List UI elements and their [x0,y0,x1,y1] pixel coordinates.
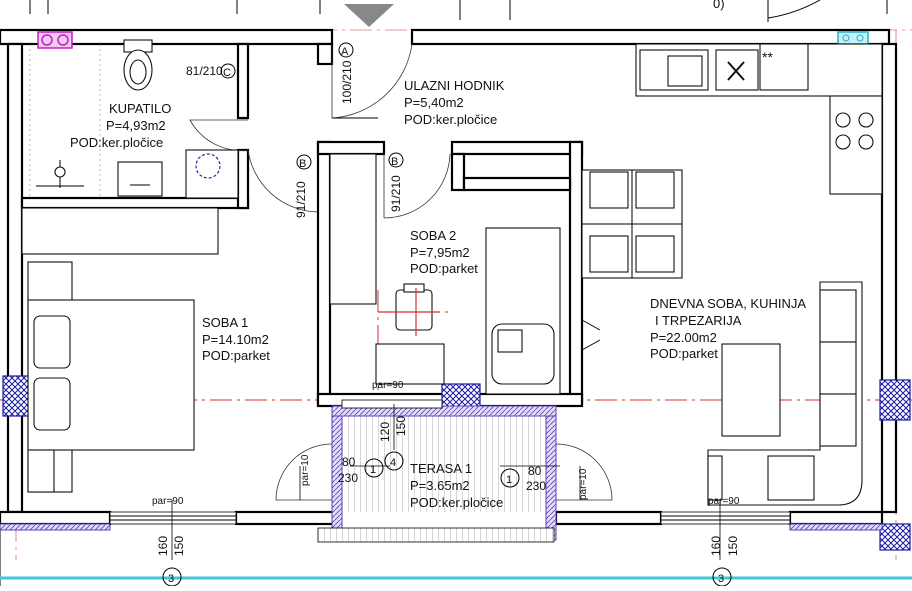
room-floor: POD:ker.pločice [404,112,497,127]
room-floor: POD:ker.pločice [70,135,163,150]
door-label-soba1: B 91/210 [294,154,312,218]
terrace [0,405,883,543]
room-floor: POD:parket [650,346,718,361]
window-width: 160 [156,536,170,556]
room-floor: POD:ker.pločice [410,495,503,510]
window-mark: 3 [168,573,174,585]
window-label-terrace-top: 120 150 4 par=90 [372,380,408,471]
parapet-label: par=10 [300,454,311,486]
door-mark: C [223,67,231,79]
room-label-kupatilo: KUPATILO P=4,93m2 POD:ker.pločice [70,101,171,150]
window-mark: 1 [370,464,376,476]
parapet-label: par=10 [578,468,589,500]
window-width: 80 [528,464,542,478]
room-label-terasa: TERASA 1 P=3.65m2 POD:ker.pločice [410,461,503,510]
door-size: 91/210 [294,181,308,218]
window-width: 80 [342,455,356,469]
door-label-bath: 81/210 C [186,63,236,79]
window-width: 120 [378,422,392,442]
parapet-label: par=90 [708,496,740,507]
room-area: P=3.65m2 [410,478,470,493]
window-label-bottom-left: par=90 160 150 3 [152,496,186,587]
bathroom-fixtures [29,31,239,199]
window-height: 150 [172,536,186,556]
door-label-entry: A 100/210 [338,42,354,104]
window-label-bottom-right: par=90 160 150 3 [708,496,740,587]
svg-text:**: ** [762,49,773,65]
door-size: 91/210 [389,175,403,212]
room-name: TERASA 1 [410,461,472,476]
window-height: 150 [394,416,408,436]
room-name: SOBA 1 [202,315,248,330]
north-arrow-icon [344,4,394,27]
room-label-soba2: SOBA 2 P=7,95m2 POD:parket [410,228,478,276]
window-height: 230 [526,479,546,493]
door-size: 81/210 [186,64,223,78]
window-height: 230 [338,471,358,485]
room-area: P=4,93m2 [106,118,166,133]
soba1-furniture [21,207,219,493]
room-name-2: I TRPEZARIJA [655,313,742,328]
window-height: 150 [726,536,740,556]
window-mark: 4 [390,457,396,469]
window-label-terrace-right: 1 80 230 par=10 [500,464,589,500]
sofa [707,281,863,506]
cutlery-icon [727,61,745,81]
kitchen: ** [635,31,883,195]
window-mark: 3 [718,573,724,585]
door-size: 100/210 [340,60,354,104]
door-label-soba2: B 91/210 [388,152,404,212]
bottom-windows [0,399,912,580]
room-floor: POD:parket [410,261,478,276]
drain-icon [195,153,221,179]
room-name: DNEVNA SOBA, KUHINJA [650,296,806,311]
parapet-label: par=90 [372,380,404,391]
door-mark: A [341,46,349,58]
room-floor: POD:parket [202,348,270,363]
parapet-label: par=90 [152,496,184,507]
room-area: P=14.10m2 [202,332,269,347]
dimension-lines [171,404,721,560]
room-area: P=22.00m2 [650,330,717,345]
room-area: P=7,95m2 [410,245,470,260]
window-label-terrace-left: 80 230 1 par=10 [300,454,384,486]
soba2-furniture [329,153,561,395]
room-label-hodnik: ULAZNI HODNIK P=5,40m2 POD:ker.pločice [404,78,505,127]
room-name: KUPATILO [109,101,171,116]
room-area: P=5,40m2 [404,95,464,110]
door-mark: B [391,156,398,168]
room-label-soba1: SOBA 1 P=14.10m2 POD:parket [202,315,270,363]
door-mark: B [299,158,306,170]
dining-set [581,169,683,279]
top-right-fragment: 0) [713,0,725,11]
window-width: 160 [709,536,723,556]
room-name: ULAZNI HODNIK [404,78,505,93]
room-label-dnevna: DNEVNA SOBA, KUHINJA I TRPEZARIJA P=22.0… [650,296,806,361]
room-name: SOBA 2 [410,228,456,243]
top-edge: 0) [29,0,888,27]
window-mark: 1 [506,474,512,486]
doors [189,43,613,501]
